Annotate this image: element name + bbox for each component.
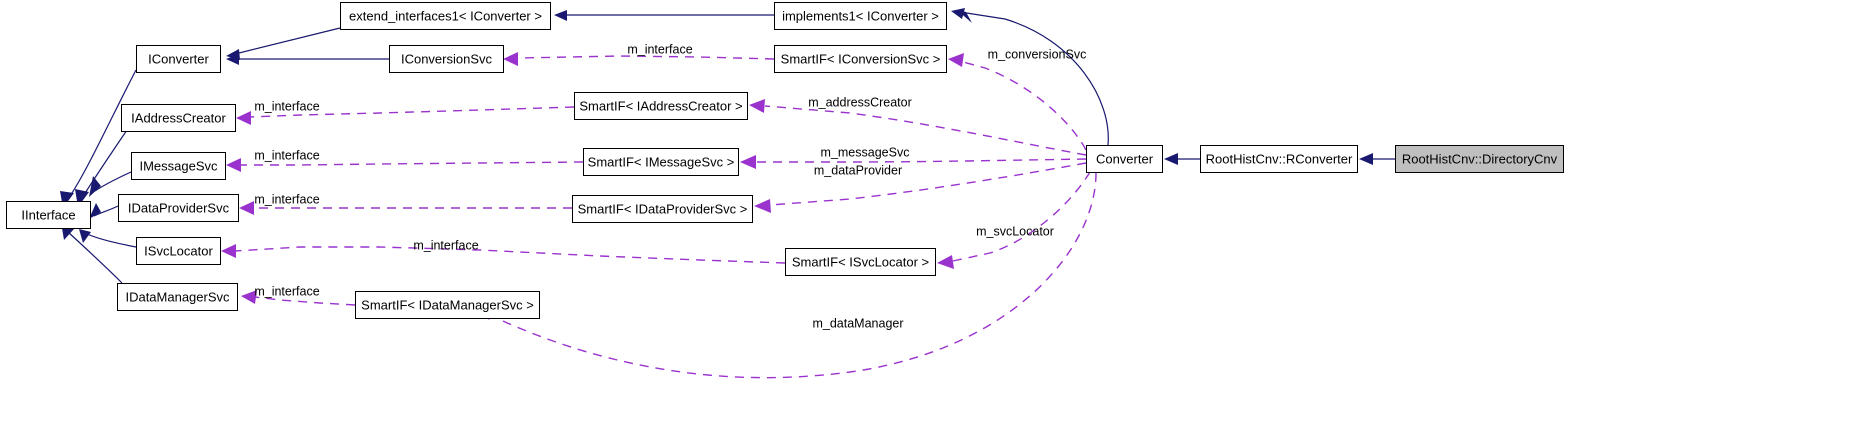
edge-usage-addressCreator: [749, 99, 1087, 156]
edge-usage-messageSvc: [740, 155, 1087, 169]
node-RootHistCnv-DirectoryCnv[interactable]: RootHistCnv::DirectoryCnv: [1395, 145, 1564, 173]
node-ISvcLocator[interactable]: ISvcLocator: [136, 237, 221, 265]
edge-extend-IConverter-inherit: [226, 27, 341, 60]
edge-label-m-interface-datamgr: m_interface: [254, 284, 319, 298]
edge-label-m-svcLocator: m_svcLocator: [976, 224, 1054, 238]
node-extend-interfaces1[interactable]: extend_interfaces1< IConverter >: [340, 2, 551, 30]
node-label-IDataProviderSvc: IDataProviderSvc: [128, 200, 230, 215]
edge-usage-iface-message: [226, 158, 584, 172]
edge-IMessageSvc-IInterface: [89, 171, 132, 197]
edge-label-m-dataProvider: m_dataProvider: [814, 163, 902, 177]
node-IMessageSvc[interactable]: IMessageSvc: [131, 152, 226, 180]
node-label-extend-interfaces1: extend_interfaces1< IConverter >: [349, 8, 542, 23]
edge-usage-iface-address: [236, 106, 575, 125]
node-SmartIF-ISvcLocator[interactable]: SmartIF< ISvcLocator >: [785, 248, 936, 276]
edge-usage-dataProvider: [754, 162, 1087, 213]
node-SmartIF-IConversionSvc[interactable]: SmartIF< IConversionSvc >: [774, 45, 947, 73]
node-IConverter[interactable]: IConverter: [136, 45, 221, 73]
node-label-IConversionSvc: IConversionSvc: [401, 51, 493, 66]
node-SmartIF-IAddressCreator[interactable]: SmartIF< IAddressCreator >: [574, 92, 748, 120]
inheritance-edges: [60, 8, 1395, 284]
node-IConversionSvc[interactable]: IConversionSvc: [389, 45, 504, 73]
node-label-IAddressCreator: IAddressCreator: [131, 110, 226, 125]
edge-IDataProviderSvc-IInterface: [89, 203, 119, 219]
edge-usage-iface-provider: [239, 201, 572, 215]
edge-label-m-interface-svcloc: m_interface: [413, 238, 478, 252]
edge-RConverter-Converter-inherit: [1164, 153, 1200, 165]
edge-label-m-interface-conversion: m_interface: [627, 42, 692, 56]
edge-usage-conversionSvc: [948, 53, 1087, 151]
node-IAddressCreator[interactable]: IAddressCreator: [121, 104, 236, 132]
edge-usage-iface-svcloc: [221, 244, 786, 264]
node-SmartIF-IMessageSvc[interactable]: SmartIF< IMessageSvc >: [583, 148, 739, 176]
node-Converter[interactable]: Converter: [1086, 145, 1163, 173]
node-label-RootHistCnv-DirectoryCnv: RootHistCnv::DirectoryCnv: [1402, 151, 1558, 166]
node-label-IInterface: IInterface: [21, 207, 75, 222]
node-SmartIF-IDataProviderSvc[interactable]: SmartIF< IDataProviderSvc >: [572, 195, 753, 223]
node-IDataProviderSvc[interactable]: IDataProviderSvc: [118, 194, 239, 222]
edge-labels: m_interface m_interface m_interface m_in…: [254, 42, 1086, 330]
edge-label-m-dataManager: m_dataManager: [812, 316, 903, 330]
edge-label-m-messageSvc: m_messageSvc: [821, 145, 910, 159]
node-label-SmartIF-IConversionSvc: SmartIF< IConversionSvc >: [781, 51, 941, 66]
edge-usage-iface-datamgr: [241, 290, 356, 306]
edge-Converter-implements1-inherit: [951, 8, 1109, 146]
node-label-SmartIF-IDataProviderSvc: SmartIF< IDataProviderSvc >: [578, 201, 748, 216]
edge-usage-iface-conversion: [503, 52, 775, 66]
node-label-RootHistCnv-RConverter: RootHistCnv::RConverter: [1206, 151, 1353, 166]
node-implements1[interactable]: implements1< IConverter >: [774, 2, 947, 30]
edge-DirectoryCnv-RConverter-inherit: [1359, 153, 1395, 165]
node-label-implements1: implements1< IConverter >: [782, 8, 939, 23]
edge-IDataManagerSvc-IInterface: [62, 228, 123, 284]
edge-ISvcLocator-IInterface: [79, 229, 137, 248]
edge-label-m-interface-message: m_interface: [254, 148, 319, 162]
nodes: IInterface IConverter IAddressCreator IM…: [6, 2, 1564, 319]
edge-label-m-conversionSvc: m_conversionSvc: [988, 47, 1087, 61]
node-IDataManagerSvc[interactable]: IDataManagerSvc: [117, 283, 238, 311]
node-label-IDataManagerSvc: IDataManagerSvc: [125, 289, 230, 304]
node-RootHistCnv-RConverter[interactable]: RootHistCnv::RConverter: [1200, 145, 1358, 173]
node-SmartIF-IDataManagerSvc[interactable]: SmartIF< IDataManagerSvc >: [355, 291, 540, 319]
node-IInterface[interactable]: IInterface: [6, 201, 91, 229]
edge-IConversionSvc-IConverter-inherit: [226, 54, 389, 65]
node-label-Converter: Converter: [1096, 151, 1154, 166]
edge-label-m-interface-address: m_interface: [254, 99, 319, 113]
edge-label-m-interface-provider: m_interface: [254, 192, 319, 206]
node-label-SmartIF-IDataManagerSvc: SmartIF< IDataManagerSvc >: [361, 297, 534, 312]
edge-usage-svcLocator: [937, 171, 1091, 269]
edge-label-m-addressCreator: m_addressCreator: [808, 95, 912, 109]
node-label-IMessageSvc: IMessageSvc: [139, 158, 218, 173]
node-label-ISvcLocator: ISvcLocator: [144, 243, 213, 258]
node-label-SmartIF-IAddressCreator: SmartIF< IAddressCreator >: [579, 98, 742, 113]
node-label-SmartIF-IMessageSvc: SmartIF< IMessageSvc >: [588, 154, 735, 169]
edge-implements1-extend-inherit: [554, 10, 774, 21]
node-label-IConverter: IConverter: [148, 51, 209, 66]
node-label-SmartIF-ISvcLocator: SmartIF< ISvcLocator >: [792, 254, 929, 269]
